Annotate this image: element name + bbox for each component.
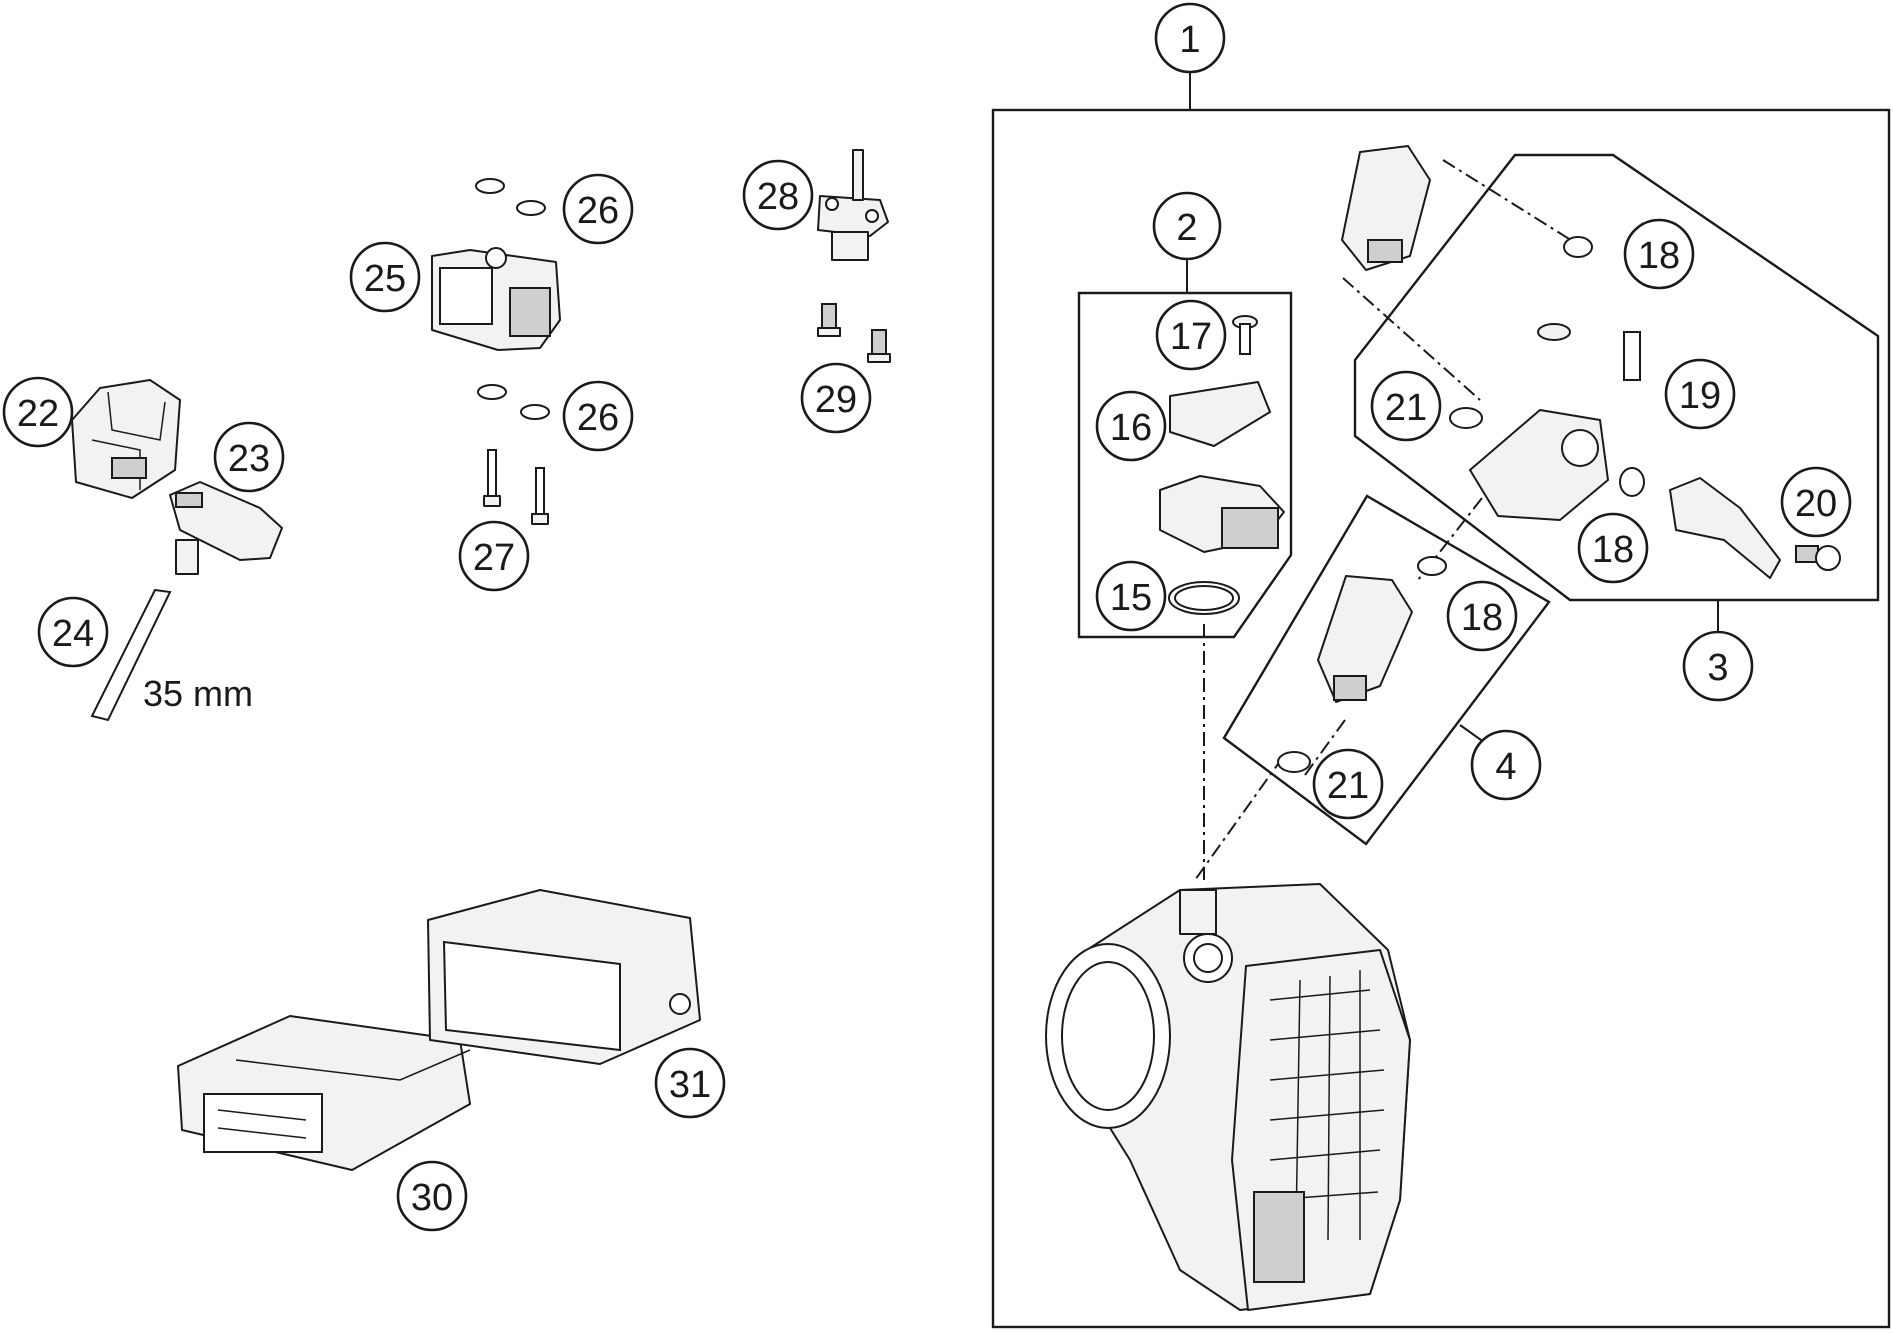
callout-31: 31 (654, 1047, 726, 1119)
callout-20: 20 (1780, 466, 1852, 538)
callout-28: 28 (742, 159, 814, 231)
part-29-screws (817, 303, 891, 363)
callout-29-label: 29 (815, 379, 857, 421)
part-26-washers (475, 178, 550, 420)
dimension-label: 35 mm (143, 673, 253, 714)
callout-18a-label: 18 (1638, 235, 1680, 277)
callout-28-label: 28 (757, 176, 799, 218)
part-31-ecu-bracket (427, 889, 701, 1065)
assembly-3-frame (1353, 153, 1880, 602)
callout-26a-label: 26 (577, 190, 619, 232)
callout-24-label: 24 (52, 613, 94, 655)
callout-3: 3 (1682, 630, 1754, 702)
group-frames (991, 66, 1891, 1329)
part-16-position-sensor (1159, 381, 1285, 553)
callout-21a: 21 (1370, 370, 1442, 442)
callout-4: 4 (1470, 729, 1542, 801)
callout-26b: 26 (562, 380, 634, 452)
callout-25-label: 25 (364, 258, 406, 300)
part-fuel-fitting (1669, 477, 1781, 579)
callout-24: 24 (37, 596, 109, 668)
callout-18b: 18 (1577, 512, 1649, 584)
callout-26a: 26 (562, 173, 634, 245)
callout-30-label: 30 (411, 1177, 453, 1219)
callout-23-label: 23 (228, 438, 270, 480)
callout-15-label: 15 (1110, 577, 1152, 619)
part-injector-top (1341, 145, 1431, 271)
callout-20-label: 20 (1795, 483, 1837, 525)
callout-27: 27 (458, 520, 530, 592)
callout-2: 2 (1152, 191, 1222, 261)
callout-17-label: 17 (1170, 316, 1212, 358)
callout-19-label: 19 (1679, 375, 1721, 417)
part-15-o-ring (1168, 581, 1240, 615)
callout-18b-label: 18 (1592, 529, 1634, 571)
callout-4-label: 4 (1495, 746, 1516, 788)
callout-1-label: 1 (1179, 19, 1200, 61)
part-injector-holder (1469, 409, 1609, 521)
callout-21b: 21 (1312, 748, 1384, 820)
part-20-bolt (1795, 545, 1841, 571)
callout-16-label: 16 (1110, 407, 1152, 449)
callout-15: 15 (1095, 560, 1167, 632)
callout-25: 25 (349, 241, 421, 313)
callout-17: 17 (1155, 299, 1227, 371)
callout-18c-label: 18 (1461, 597, 1503, 639)
part-17-screw (1232, 315, 1258, 355)
part-30-control-unit (177, 1015, 471, 1171)
part-throttle-body (1045, 883, 1411, 1311)
callout-22: 22 (2, 376, 74, 448)
callout-16: 16 (1095, 390, 1167, 462)
part-19-pin (1537, 323, 1641, 381)
part-27-bolts (483, 449, 549, 525)
callout-18a: 18 (1623, 218, 1695, 290)
callout-1: 1 (1154, 2, 1226, 74)
assembly-1-frame (991, 108, 1891, 1329)
callout-22-label: 22 (17, 393, 59, 435)
assembly-2-frame (1077, 291, 1293, 639)
callout-23: 23 (213, 421, 285, 493)
callout-27-label: 27 (473, 537, 515, 579)
part-injector-lower (1317, 575, 1413, 703)
callout-21a-label: 21 (1385, 387, 1427, 429)
callout-30: 30 (396, 1160, 468, 1232)
part-25-bracket (431, 247, 561, 351)
part-23-sensor (169, 481, 283, 575)
callout-21b-label: 21 (1327, 765, 1369, 807)
callout-3-label: 3 (1707, 647, 1728, 689)
callout-2-label: 2 (1176, 207, 1197, 249)
part-24-hose: 35 mm (90, 588, 253, 722)
assembly-4-frame (1222, 494, 1551, 846)
part-28-sensor (817, 149, 889, 261)
part-22-connector-housing (71, 379, 181, 499)
callout-19: 19 (1664, 358, 1736, 430)
callout-18c: 18 (1446, 580, 1518, 652)
callout-31-label: 31 (669, 1064, 711, 1106)
part-18-21-seals (1277, 236, 1645, 773)
callout-29: 29 (800, 362, 872, 434)
callout-26b-label: 26 (577, 397, 619, 439)
